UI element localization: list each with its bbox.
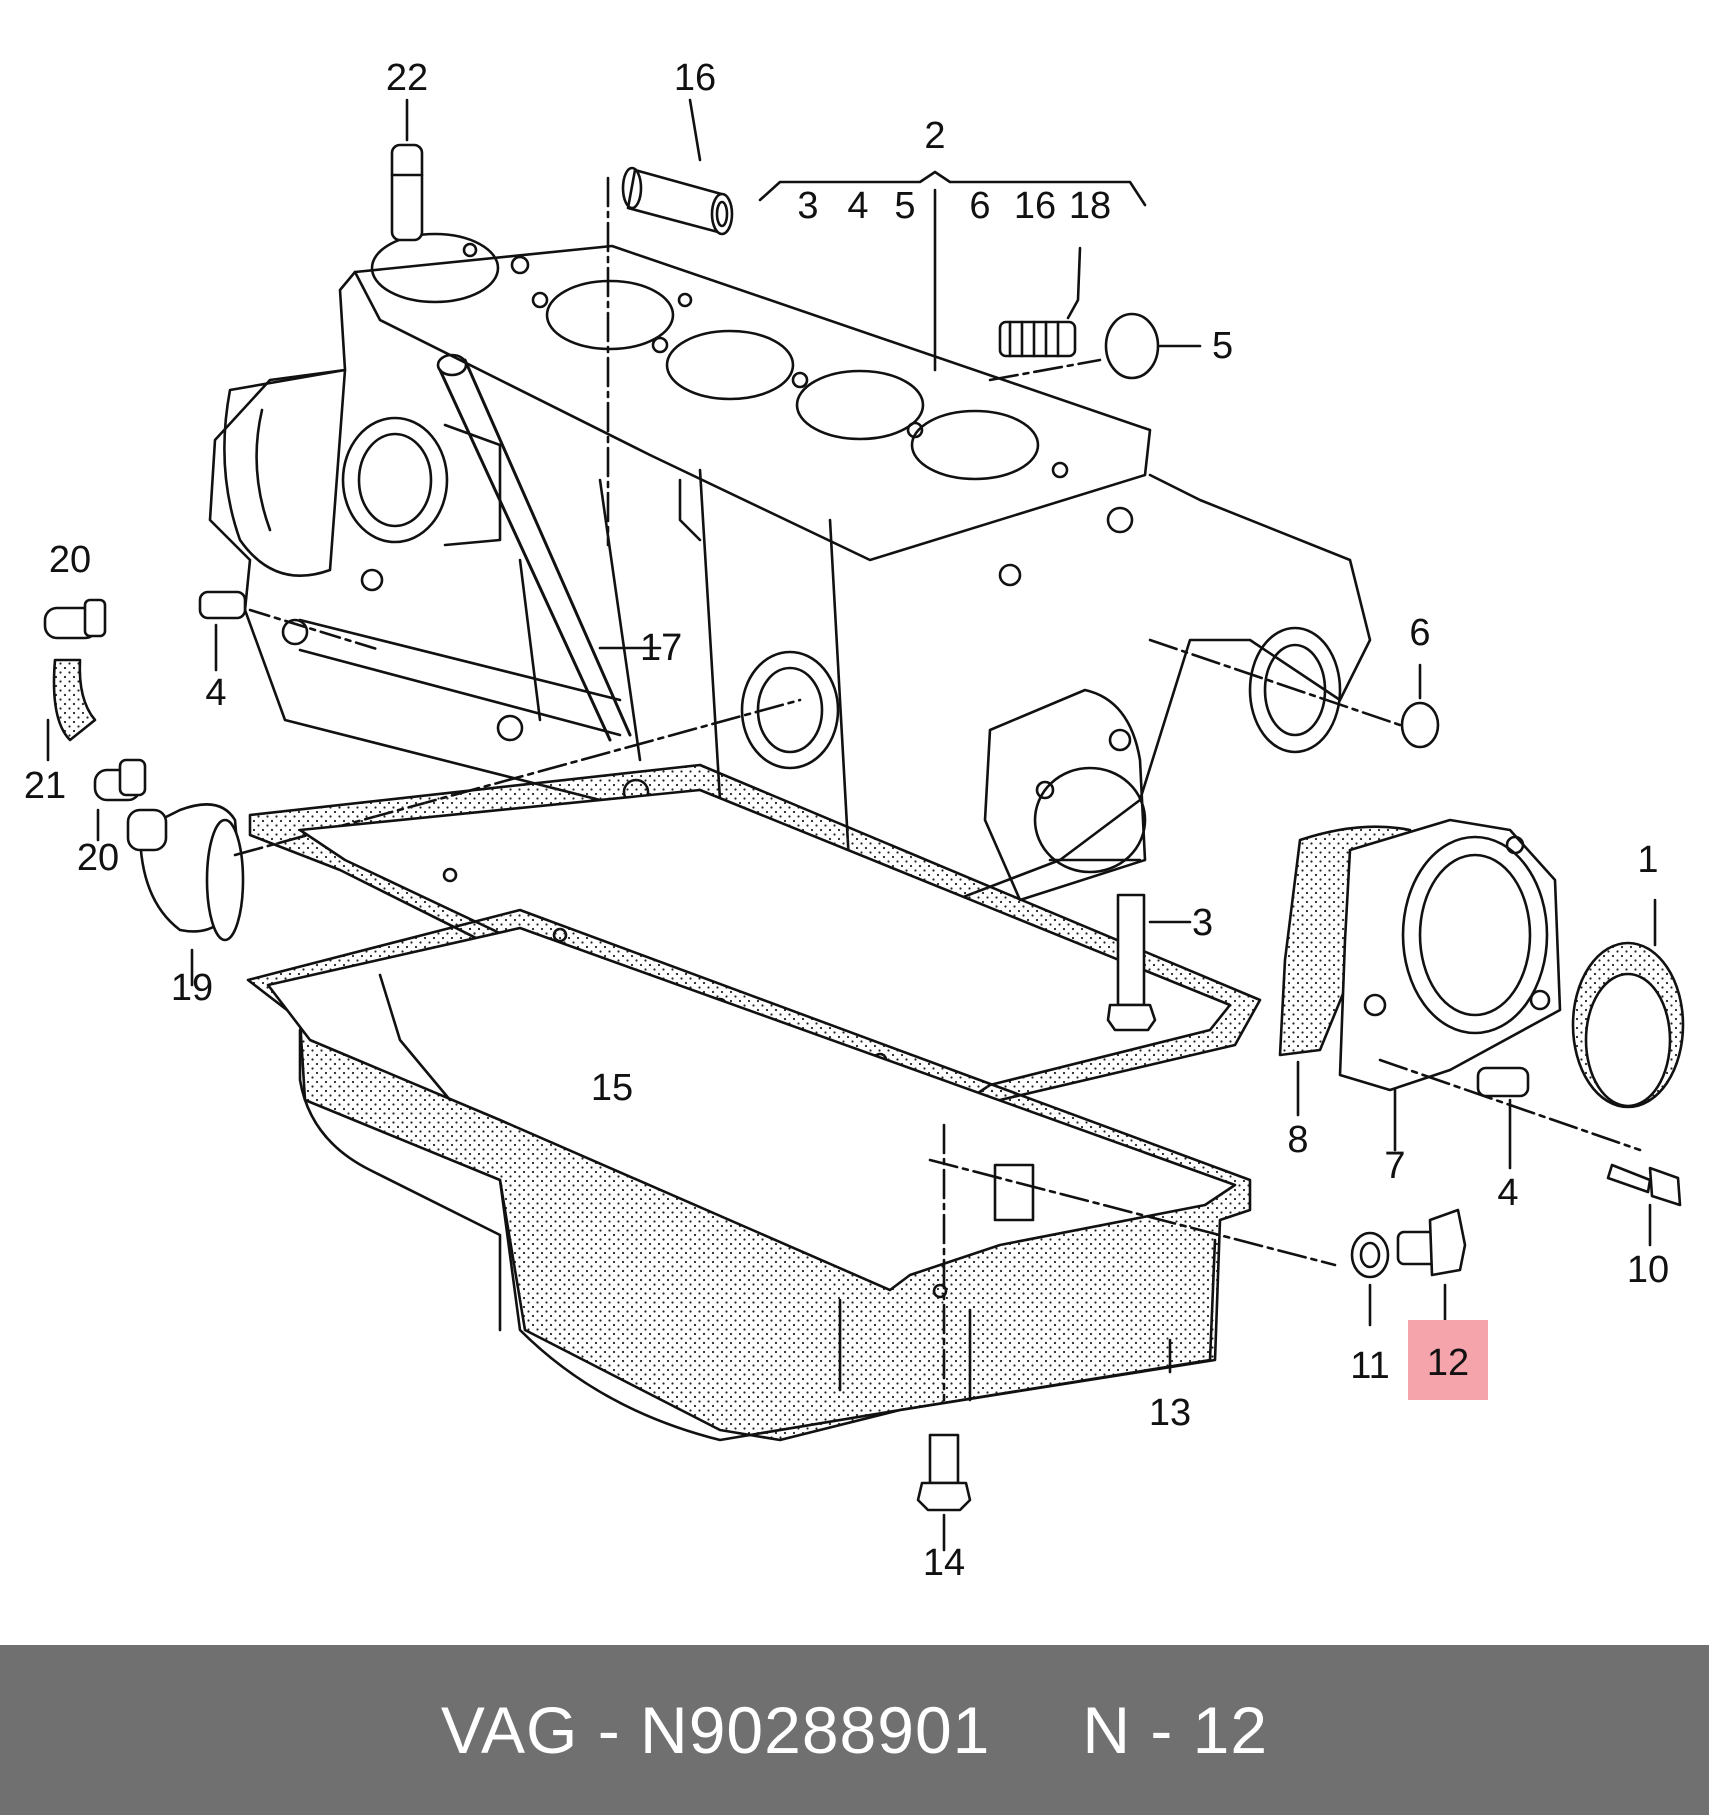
footer-position: N - 12: [1082, 1693, 1269, 1767]
callout-17: 17: [640, 627, 682, 669]
part-20-21-hose: [43, 598, 147, 842]
callout-22: 22: [386, 57, 428, 99]
callout-4-right: 4: [1497, 1172, 1518, 1214]
callout-4-left: 4: [205, 672, 226, 714]
part-22-dowel: [390, 98, 424, 242]
callout-5: 5: [1212, 325, 1233, 367]
callout-1: 1: [1637, 839, 1658, 881]
engine-block: [208, 232, 1372, 961]
callout-14: 14: [923, 1542, 965, 1584]
part-5-plug: [988, 312, 1202, 382]
callout-2-group: 3 4 5 6 16 18: [797, 185, 1111, 227]
part-7-seal-flange: [1338, 818, 1562, 1152]
callout-19: 19: [171, 967, 213, 1009]
callout-7: 7: [1384, 1145, 1405, 1187]
callout-20-top: 20: [49, 539, 91, 581]
callout-20-bottom: 20: [77, 837, 119, 879]
callout-2: 2: [924, 115, 945, 157]
part-4-pin-left: [198, 590, 382, 672]
group-item: 5: [894, 185, 915, 227]
footer-part-number: VAG - N90288901: [440, 1693, 991, 1767]
callout-3: 3: [1192, 902, 1213, 944]
callout-16-top: 16: [674, 57, 716, 99]
part-6-plug: [1148, 638, 1440, 749]
group-item: 18: [1069, 185, 1111, 227]
group-item: 3: [797, 185, 818, 227]
axis-plug: [928, 1158, 1337, 1267]
part-3-bolt: [1106, 893, 1192, 1032]
callout-8: 8: [1287, 1119, 1308, 1161]
group-item: 16: [1014, 185, 1056, 227]
exploded-parts-diagram: 22 16 2 3 4 5 6 16 18 5 20 17 6 4 21 20 …: [24, 57, 1685, 1584]
part-13-oil-pan: [246, 908, 1252, 1442]
part-2-bracket: [758, 170, 1147, 372]
group-item: 4: [847, 185, 868, 227]
footer-bar: VAG - N90288901 N - 12: [0, 1645, 1709, 1815]
part-12-drain-plug: [1396, 1208, 1467, 1337]
callout-13: 13: [1149, 1392, 1191, 1434]
callout-12: 12: [1427, 1342, 1469, 1384]
callout-10: 10: [1627, 1249, 1669, 1291]
part-4-pin-right: [1378, 1058, 1642, 1170]
callout-15: 15: [591, 1067, 633, 1109]
callout-11: 11: [1350, 1345, 1389, 1387]
part-10-bolt: [1606, 1163, 1682, 1247]
highlighted-callout-box: [1408, 1320, 1488, 1400]
part-18-spring: [998, 246, 1082, 358]
part-19-oil-filler: [126, 698, 802, 987]
part-11-washer: [1350, 1231, 1390, 1327]
group-item: 6: [969, 185, 990, 227]
callout-21: 21: [24, 765, 66, 807]
callout-6: 6: [1409, 612, 1430, 654]
part-14-bolt: [916, 1433, 972, 1552]
part-1-seal-ring: [1571, 898, 1685, 1109]
part-16-bushing: [606, 98, 734, 547]
